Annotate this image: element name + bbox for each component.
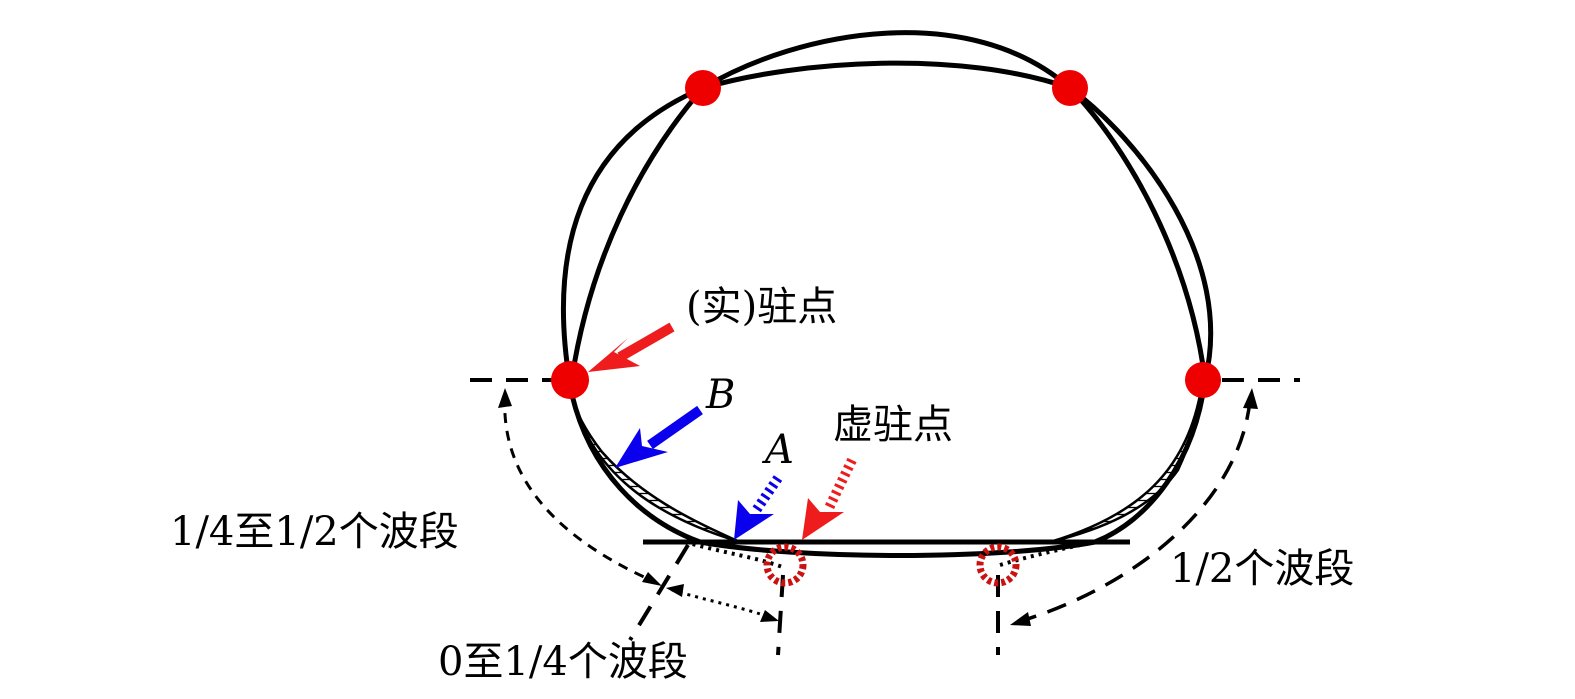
left-slanted-dashed <box>628 543 690 642</box>
arrowhead-quarter-half-bottom <box>642 572 662 586</box>
arrow-half <box>1017 399 1252 624</box>
arrow-b-head <box>615 428 668 468</box>
real-stationary-point-left <box>551 361 589 399</box>
arrow-b-shaft <box>647 405 703 450</box>
label-range-quarter-to-half: 1/4至1/2个波段 <box>170 509 459 555</box>
arrow-real-shaft <box>617 322 675 362</box>
left-hatched-region <box>570 394 741 544</box>
arrow-virtual-head <box>802 498 844 540</box>
arrow-zero-to-quarter <box>671 588 773 620</box>
label-range-half: 1/2个波段 <box>1170 546 1354 592</box>
real-stationary-point-top-right <box>1052 70 1088 106</box>
label-point-b: B <box>705 372 735 418</box>
arrow-a-head <box>734 500 774 540</box>
real-stationary-point-top-left <box>685 70 721 106</box>
virtual-stationary-point-left <box>763 543 807 587</box>
arrowhead-quarter-half-top <box>498 388 512 408</box>
outer-curve <box>560 30 1214 558</box>
arrowhead-half-bottom <box>1010 612 1031 626</box>
arrow-a-shaft <box>750 475 783 515</box>
arrow-quarter-to-half <box>503 394 656 584</box>
arrow-virtual-shaft <box>823 457 857 513</box>
right-dotted-curve <box>999 540 1096 567</box>
label-real-stationary-point: (实)驻点 <box>686 284 837 330</box>
label-point-a: A <box>761 427 794 473</box>
arrowhead-zero-quarter-right <box>760 610 779 622</box>
label-range-zero-to-quarter: 0至1/4个波段 <box>438 639 688 685</box>
arrow-real-head <box>588 338 640 372</box>
real-stationary-point-right <box>1185 362 1221 398</box>
label-virtual-stationary-point: 虚驻点 <box>833 402 953 448</box>
left-virtual-vertical <box>776 574 785 656</box>
inner-curve <box>569 60 1208 381</box>
virtual-stationary-point-right <box>976 543 1020 587</box>
arrowhead-half-top <box>1243 388 1258 409</box>
arrowhead-zero-quarter-left <box>666 584 684 597</box>
